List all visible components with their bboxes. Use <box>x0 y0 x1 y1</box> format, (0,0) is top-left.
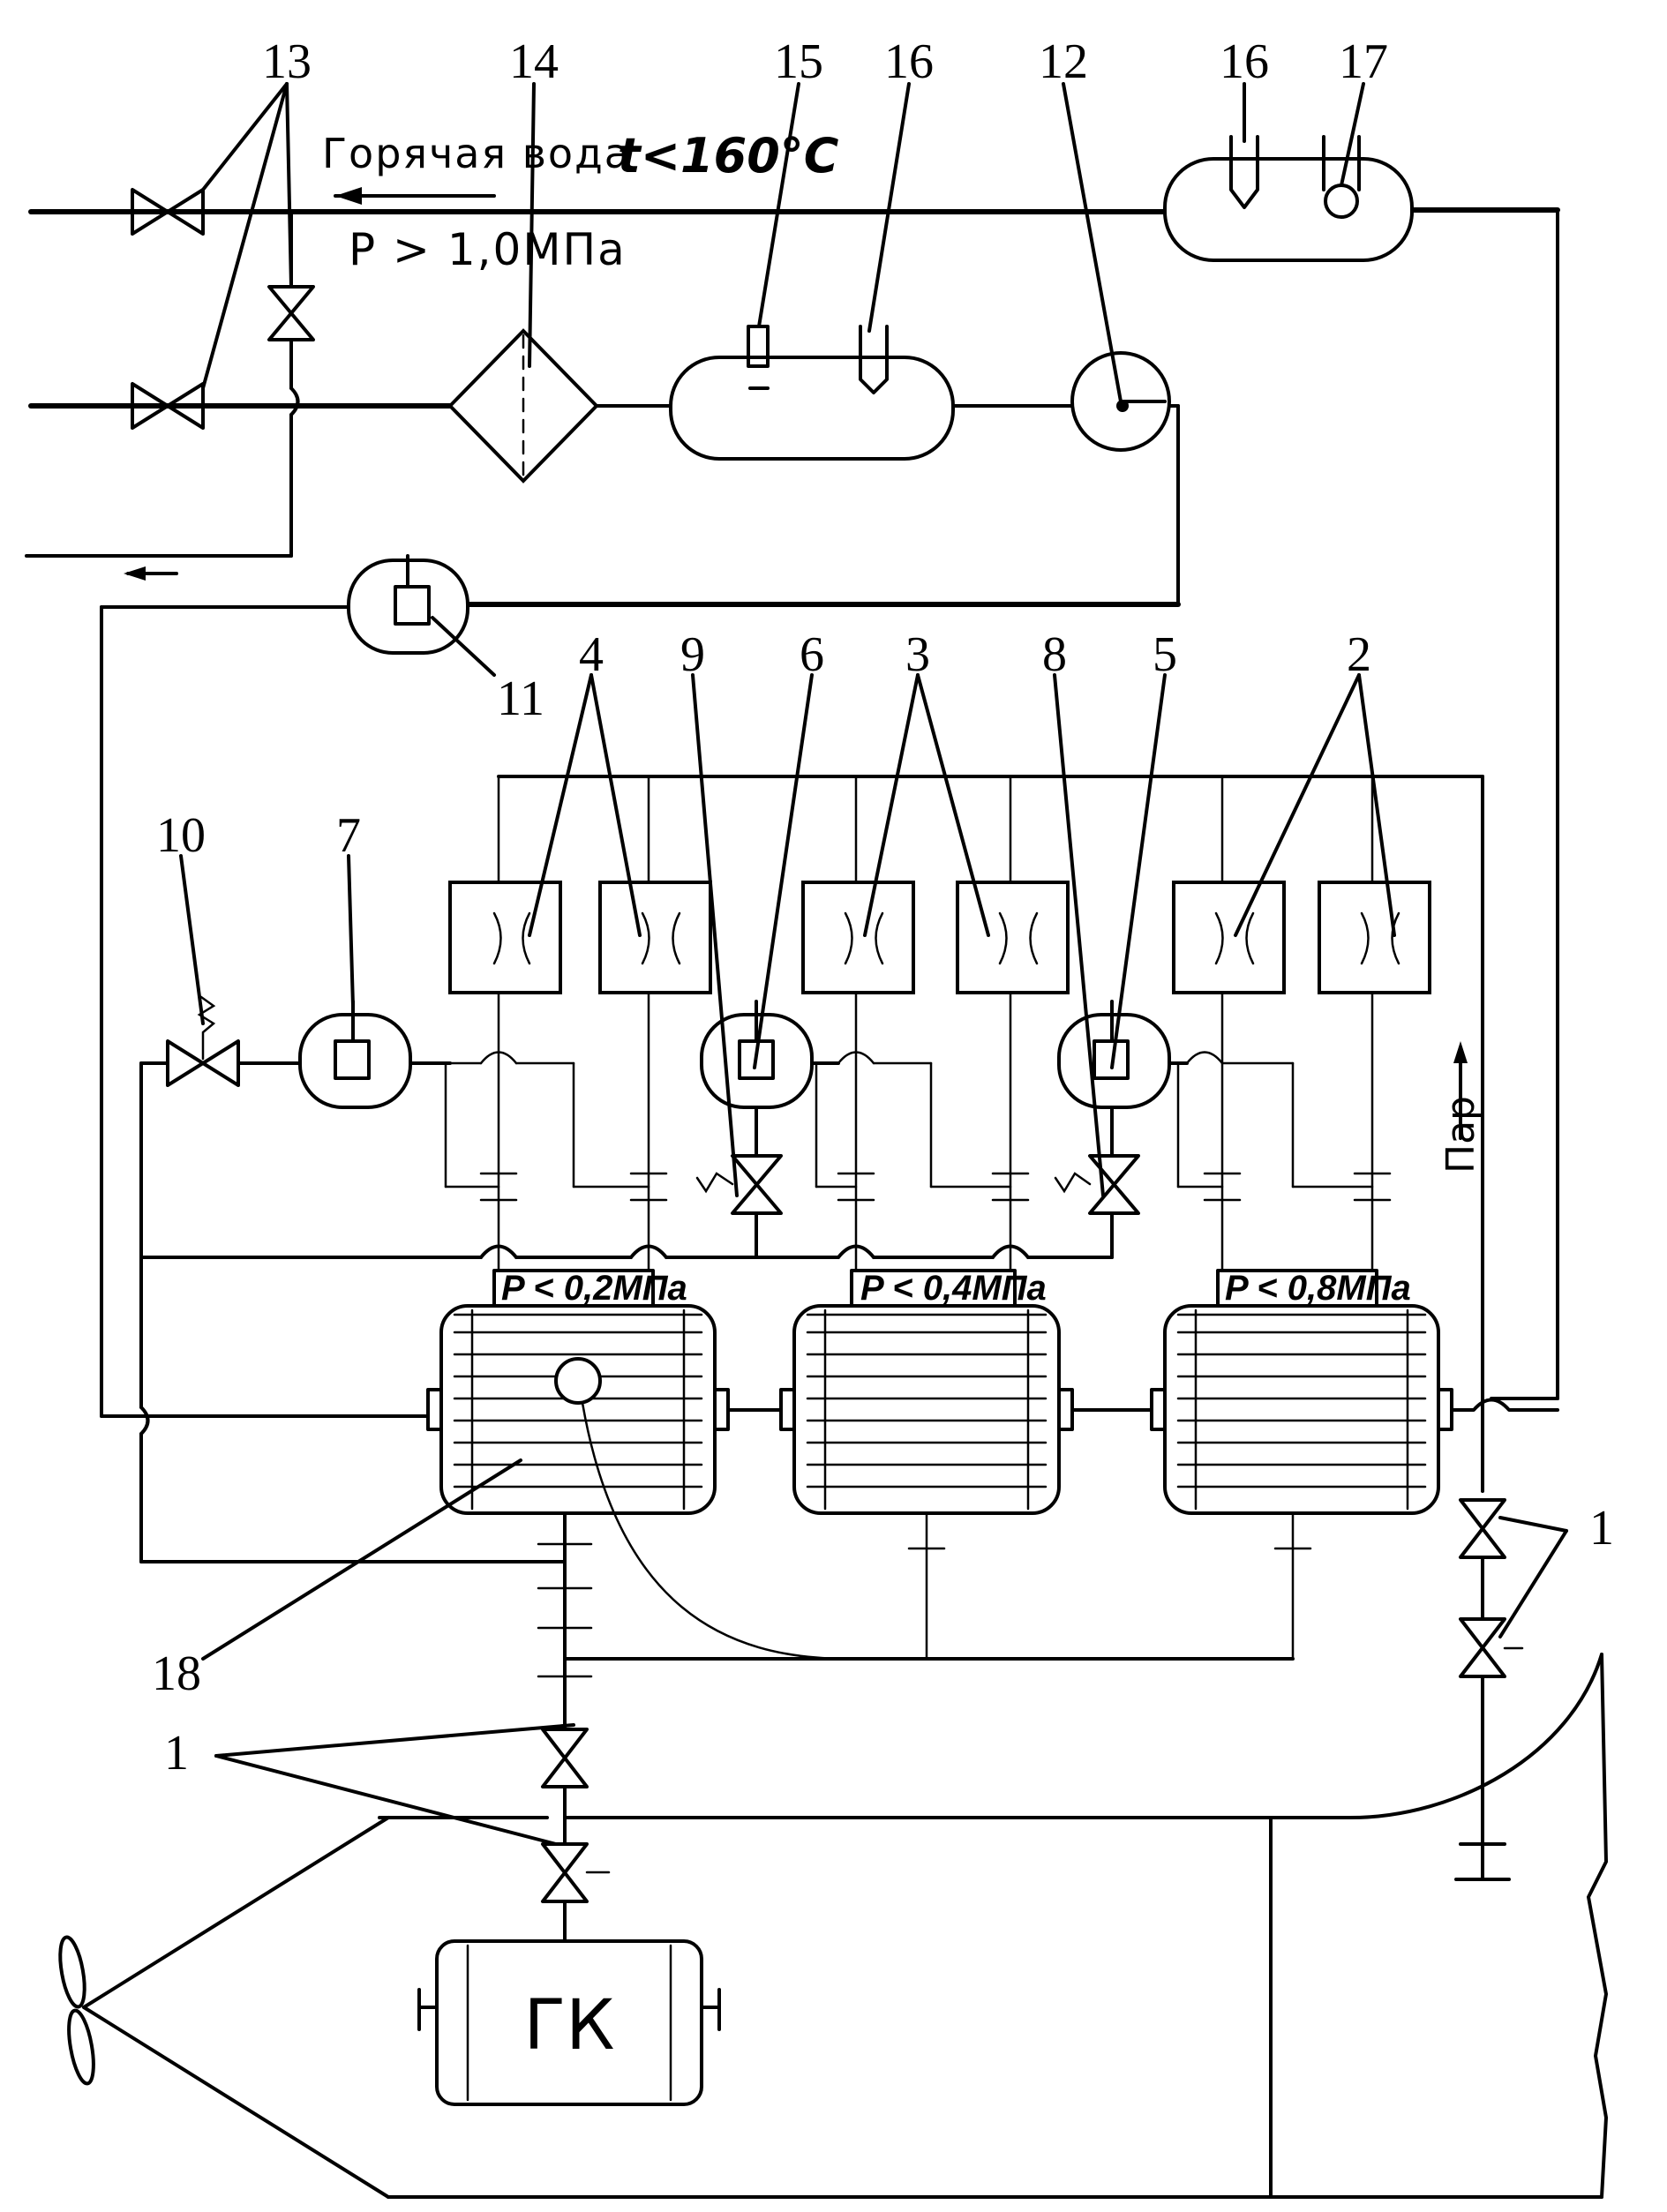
label-5: 5 <box>1153 627 1177 682</box>
label-1-left: 1 <box>164 1726 189 1781</box>
separator-16-17 <box>1165 137 1412 260</box>
temperature-label: t<160°C <box>618 128 839 184</box>
heater-2-left <box>1174 882 1284 993</box>
drain-ticks <box>538 1544 1310 1676</box>
safety-crossing <box>141 1407 148 1434</box>
hot-water-label: Горячая вода <box>322 130 631 177</box>
heater-4-left <box>450 882 560 993</box>
aux-boiler-high-pressure <box>1152 1306 1452 1513</box>
label-7: 7 <box>336 808 361 863</box>
label-16-tank: 16 <box>884 34 934 89</box>
label-18: 18 <box>152 1646 201 1701</box>
valve-1-right-upper <box>1461 1500 1505 1557</box>
label-3: 3 <box>905 627 930 682</box>
cooler-11 <box>349 556 468 653</box>
boiler-link-3 <box>1452 1400 1558 1411</box>
hull-break-line <box>1588 1654 1606 2197</box>
label-9: 9 <box>680 627 705 682</box>
pressure-label-high: P < 0,8МПа <box>1225 1269 1411 1308</box>
aux-boiler-low-pressure <box>428 1306 728 1513</box>
label-8: 8 <box>1042 627 1067 682</box>
hull-stern-lower <box>84 2007 388 2197</box>
label-15: 15 <box>774 34 823 89</box>
heater-4-right <box>600 882 710 993</box>
label-13: 13 <box>262 34 312 89</box>
trap-7 <box>300 1001 410 1107</box>
label-2: 2 <box>1347 627 1371 682</box>
valve-1-upper <box>543 1729 587 1787</box>
reducing-valve-9 <box>697 1156 781 1213</box>
pressure-main-label: P > 1,0МПа <box>349 224 627 275</box>
pipe-crossing-arc <box>291 388 298 415</box>
main-boiler-label: ГК <box>524 1986 615 2066</box>
reducing-valve-8 <box>1055 1156 1138 1213</box>
label-10: 10 <box>156 808 206 863</box>
label-16-separator: 16 <box>1220 34 1269 89</box>
label-6: 6 <box>800 627 824 682</box>
hull-stern-upper <box>84 1818 388 2007</box>
label-14: 14 <box>509 34 559 89</box>
aux-boiler-mid-pressure <box>781 1306 1072 1513</box>
label-17: 17 <box>1339 34 1388 89</box>
heater-3-left <box>803 882 913 993</box>
heater-3-right <box>957 882 1068 993</box>
pressure-label-low: P < 0,2МПа <box>501 1269 687 1308</box>
flow-arrow-drain <box>124 566 176 581</box>
label-12: 12 <box>1039 34 1088 89</box>
label-4: 4 <box>579 627 604 682</box>
trap-5-crossing <box>1187 1053 1222 1064</box>
valve-13-vertical <box>269 287 313 340</box>
pressure-label-mid: P < 0,4МПа <box>860 1269 1047 1308</box>
flow-arrow-hot-water <box>335 187 494 205</box>
filter-14 <box>450 331 597 481</box>
label-1-right: 1 <box>1589 1501 1614 1556</box>
valve-1-right-lower <box>1461 1619 1522 1676</box>
valve-1-lower <box>543 1844 609 1901</box>
label-11: 11 <box>497 671 544 726</box>
hull-deck-curve <box>1350 1654 1602 1818</box>
tank-15-16 <box>671 326 953 459</box>
heater-2-right <box>1319 882 1430 993</box>
